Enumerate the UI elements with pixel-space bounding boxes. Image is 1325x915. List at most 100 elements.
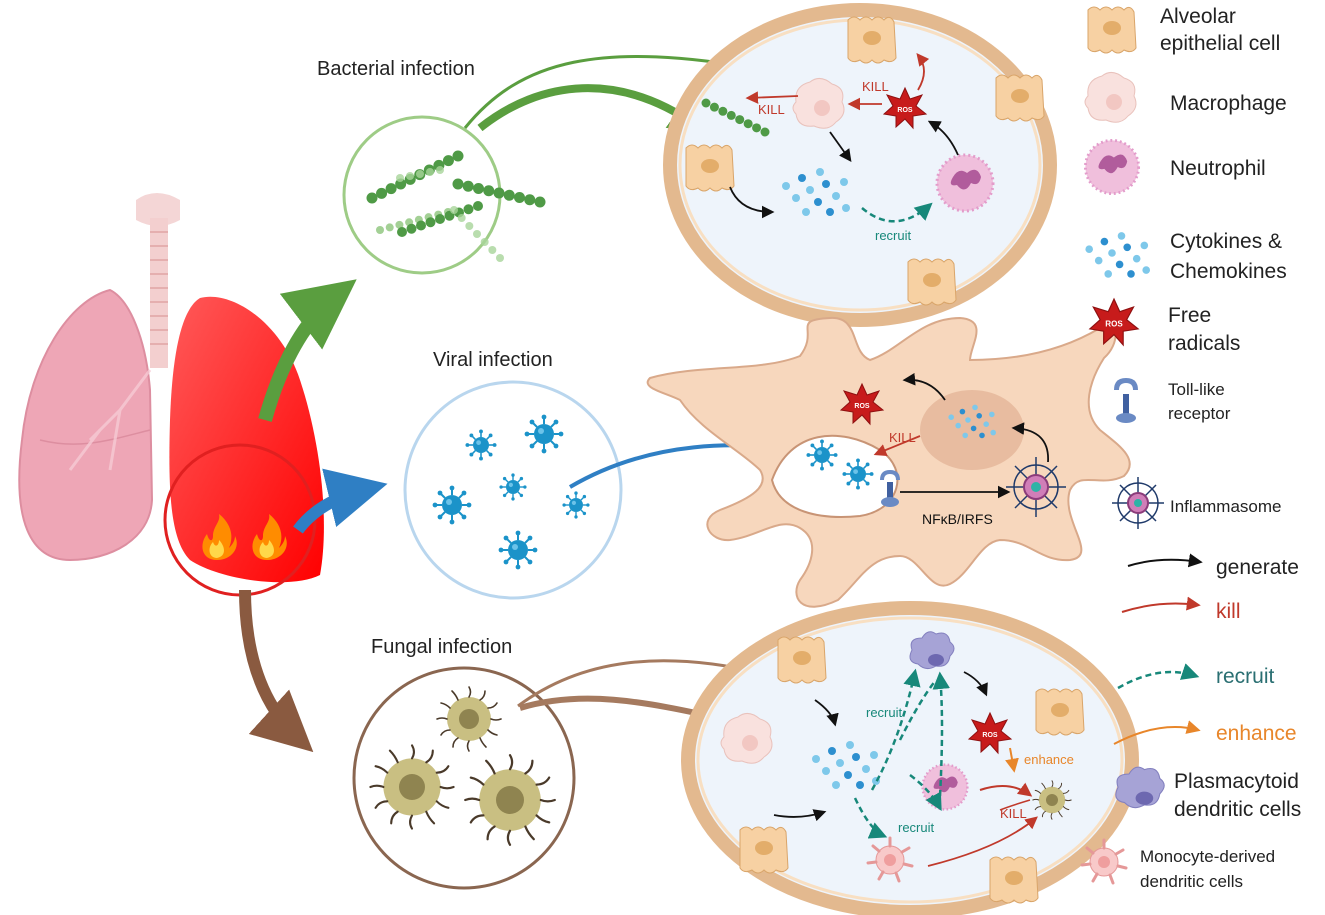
bacterium-bead: [426, 168, 434, 176]
recruit-label: recruit: [898, 820, 935, 835]
bacterium-bead: [462, 180, 474, 192]
trachea: [136, 193, 180, 368]
bacterium-bead: [752, 123, 762, 133]
bacterium-bead: [480, 238, 489, 246]
virus: [805, 438, 839, 472]
kill-label: KILL: [889, 430, 916, 445]
bacterium-bead: [457, 214, 466, 222]
macrophage-icon: [1084, 71, 1137, 123]
virus: [464, 428, 498, 462]
bacterium-bead: [534, 196, 546, 208]
bacterium-bead: [452, 178, 464, 190]
bacterial-panel: Bacterial infection KILL KILL recruit: [317, 3, 1057, 327]
inflammasome: [1006, 457, 1066, 517]
bacterium-bead: [735, 115, 745, 125]
legend-toll-line2: receptor: [1168, 404, 1231, 423]
enhance-label: enhance: [1024, 752, 1074, 767]
legend-kill: kill: [1216, 600, 1241, 623]
legend-cytokines-line2: Chemokines: [1170, 260, 1287, 283]
virus: [561, 490, 591, 520]
bacterium-bead: [397, 227, 407, 237]
legend-alveolar-line1: Alveolar: [1160, 5, 1236, 28]
legend-generate: generate: [1216, 556, 1299, 579]
legend-cytokines-line1: Cytokines &: [1170, 230, 1282, 253]
bacterium-bead: [366, 192, 378, 204]
alveolar-cell: [739, 826, 789, 874]
alveolar-cell: [995, 74, 1045, 122]
generate-arrow-icon: [1127, 553, 1203, 568]
alveolar-cell: [989, 856, 1039, 904]
bacterium-bead: [416, 170, 424, 178]
kill-label: KILL: [1000, 806, 1027, 821]
legend-recruit: recruit: [1216, 665, 1275, 688]
kill-label: KILL: [862, 79, 889, 94]
healthy-lung: [18, 288, 154, 562]
bacterium-bead: [524, 194, 536, 206]
bacterium-bead: [376, 226, 384, 234]
bacterium-bead: [488, 246, 497, 254]
bacterium-bead: [406, 223, 417, 234]
bacterium-bead: [718, 106, 728, 116]
legend-alveolar-line2: epithelial cell: [1160, 32, 1280, 55]
bacterium-bead: [496, 254, 504, 262]
legend-modc-line1: Monocyte-derived: [1140, 847, 1275, 866]
alveolus-fungal: [681, 601, 1139, 915]
legend: Alveolar epithelial cell Macrophage Neut…: [1080, 5, 1301, 891]
bacterium-bead: [385, 183, 397, 195]
pathway-arrows: [239, 279, 388, 753]
recruit-label: recruit: [875, 228, 912, 243]
bacterium-bead: [709, 102, 719, 112]
bacterium-bead: [503, 189, 515, 201]
virus: [498, 472, 528, 502]
alveolar-cell: [685, 144, 735, 192]
alveolar-cell: [907, 258, 957, 306]
legend-pdc-line2: dendritic cells: [1174, 798, 1301, 821]
bacterium-bead: [483, 185, 495, 197]
bacterium-bead: [425, 217, 436, 228]
recruit-label: recruit: [866, 705, 903, 720]
bacterium-bead: [395, 220, 404, 229]
alveolar-cell: [1035, 688, 1085, 736]
virus: [841, 457, 875, 491]
bacterium-bead: [385, 223, 394, 232]
macrophage: [720, 712, 773, 764]
alveolar-cell: [777, 636, 827, 684]
bacteria-chains: [366, 150, 546, 262]
bacterium-bead: [514, 192, 525, 203]
bacterium-bead: [376, 187, 388, 199]
kill-label: KILL: [758, 102, 785, 117]
legend-free-radicals-line2: radicals: [1168, 332, 1240, 355]
legend-pdc-line1: Plasmacytoid: [1174, 770, 1299, 793]
bacterium-bead: [396, 174, 404, 182]
bacterium-bead: [442, 155, 454, 167]
cytokines-icon: [1085, 232, 1150, 278]
virus: [523, 413, 565, 455]
nfkb-label: NFκB/IRFS: [922, 511, 993, 527]
viral-panel: Viral infection: [403, 316, 1131, 608]
inflammasome-icon: [1112, 477, 1164, 529]
fungal-panel: Fungal infection enhance KILL: [352, 601, 1139, 915]
legend-toll-line1: Toll-like: [1168, 380, 1225, 399]
legend-free-radicals-line1: Free: [1168, 304, 1211, 327]
bacterium-bead: [473, 183, 484, 194]
legend-neutrophil: Neutrophil: [1170, 157, 1266, 180]
bacterium-bead: [416, 220, 426, 231]
alveolus-bacterial: [663, 3, 1057, 327]
viral-title: Viral infection: [433, 349, 553, 371]
neutrophil: [935, 153, 995, 213]
legend-enhance: enhance: [1216, 722, 1297, 745]
enhance-arrow-icon: [1113, 720, 1201, 745]
bacterium-bead: [435, 214, 445, 224]
bacterium-bead: [473, 201, 483, 211]
alveolar-cell: [847, 16, 897, 64]
bacterium-bead: [743, 119, 753, 129]
neutrophil: [921, 763, 969, 811]
bacterium-bead: [452, 150, 464, 162]
recruit-arrow-icon: [1117, 663, 1200, 690]
fungal-title: Fungal infection: [371, 636, 512, 658]
legend-macrophage: Macrophage: [1170, 92, 1287, 115]
kill-arrow-icon: [1121, 596, 1201, 613]
bacterium-bead: [463, 204, 474, 215]
toll-receptor-icon: [1114, 378, 1138, 423]
